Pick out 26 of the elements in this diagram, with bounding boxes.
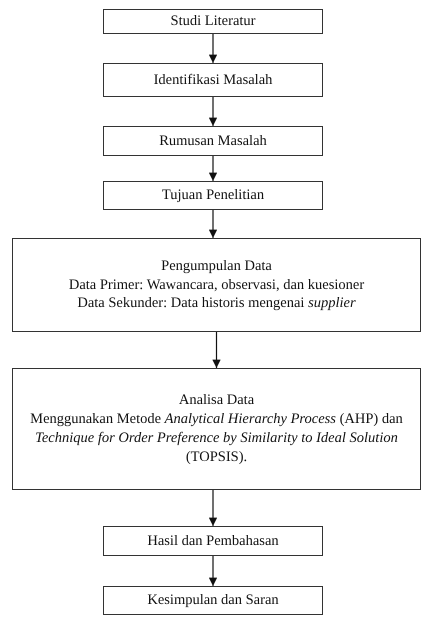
process-box: [103, 181, 323, 210]
process-box: [103, 63, 323, 97]
arrow: [208, 210, 218, 238]
process-box: [103, 586, 323, 615]
box-text: Hasil dan Pembahasan: [147, 532, 279, 550]
box-text: Rumusan Masalah: [159, 132, 267, 150]
box-heading: Analisa Data: [178, 391, 254, 410]
box-text: Data Sekunder: Data historis mengenai supplier: [77, 294, 356, 314]
process-box: [103, 9, 323, 34]
box-text: Studi Literatur: [170, 12, 256, 31]
process-box: [103, 526, 323, 556]
box-text: Kesimpulan dan Saran: [147, 591, 279, 610]
process-box: [103, 126, 323, 156]
box-text: Identifikasi Masalah: [154, 70, 272, 90]
arrow: [208, 34, 218, 63]
process-box: [12, 368, 421, 490]
box-heading: Pengumpulan Data: [161, 256, 272, 276]
arrow: [208, 97, 218, 126]
box-text: Tujuan Penelitian: [162, 186, 264, 205]
box-text: Data Primer: Wawancara, observasi, dan kuesioner: [68, 276, 364, 294]
arrow: [208, 156, 218, 181]
arrow: [208, 556, 218, 586]
process-box: [12, 238, 421, 332]
box-text: Menggunakan Metode Analytical Hierarchy Process (AHP) dan Technique for Order Preference by Similarity to Ideal Solution (TOPSIS).: [29, 410, 404, 467]
arrow: [212, 332, 221, 368]
arrow: [208, 490, 218, 526]
